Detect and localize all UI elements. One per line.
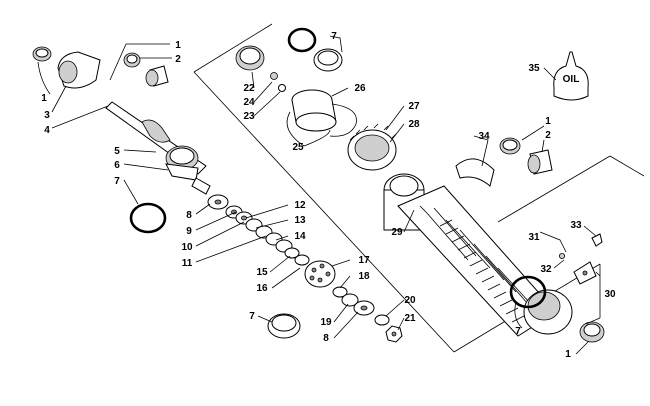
callout-11: 11 [182,258,193,269]
callout-14: 14 [294,231,306,242]
callout-23: 23 [243,111,255,122]
washer-19 [341,293,359,307]
callout-3: 3 [44,110,50,121]
reservoir-end [523,289,573,335]
oil-bottle-icon: OIL [553,51,589,101]
bushing-left-top [32,46,52,62]
callout-20: 20 [404,295,416,306]
callout-6: 6 [114,160,120,171]
callout-5: 5 [114,146,120,157]
o-ring-left [129,202,167,234]
eyelet-left [57,51,101,89]
shim-stack [207,194,310,266]
callout-32: 32 [540,264,552,275]
snap-ring-26 [329,103,357,137]
band-7-top [313,48,343,72]
callout-1-right: 1 [545,116,551,127]
callout-27: 27 [408,101,420,112]
o-ring-top [287,27,317,53]
washer-18 [332,286,348,298]
piston [304,260,336,288]
nut-21 [385,325,403,343]
washer-20 [374,314,390,326]
callout-28: 28 [408,119,420,130]
callout-10: 10 [181,242,193,253]
o-ring-right [509,275,547,309]
callout-2-right: 2 [545,130,551,141]
callout-15: 15 [256,267,268,278]
cover-34 [455,158,495,187]
seal-head [165,145,199,181]
callout-8-lower: 8 [323,333,329,344]
callout-25: 25 [292,142,304,153]
callout-30: 30 [604,289,616,300]
callout-7-top: 7 [331,31,337,42]
ball-23 [278,84,286,92]
callout-34: 34 [478,131,490,142]
callout-26: 26 [354,83,366,94]
washer-8-lower [353,300,375,316]
reservoir-frame [497,155,645,223]
callout-21: 21 [404,313,416,324]
callout-22: 22 [243,83,255,94]
valve-30 [573,261,597,285]
adjuster-ring-27 [347,123,397,171]
bladder-25 [291,89,337,132]
callout-7-left: 7 [114,176,120,187]
o-ring-32 [559,252,566,259]
callout-2-top: 2 [175,54,181,65]
callout-1-left: 1 [41,93,47,104]
callout-1-top: 1 [175,40,181,51]
callout-labels: 1 3 4 1 2 5 6 7 8 9 10 11 12 13 14 15 16… [41,31,616,360]
callout-16: 16 [256,283,268,294]
callout-24: 24 [243,97,255,108]
callout-31: 31 [528,232,540,243]
callout-4: 4 [44,125,50,136]
callout-7-lower: 7 [249,311,255,322]
callout-1-bottom: 1 [565,349,571,360]
callout-29: 29 [391,227,403,238]
callout-18: 18 [358,271,370,282]
callout-8: 8 [186,210,192,221]
cap-22 [235,45,265,71]
ball-24 [270,72,278,80]
sleeve-right [527,149,553,175]
callout-12: 12 [294,200,306,211]
bushing-right-top [499,137,521,155]
bushing-right-bottom [579,321,605,343]
callout-35: 35 [528,63,540,74]
callout-7-right: 7 [515,326,521,337]
bushing-left-small [123,52,141,68]
shaft-lower [191,177,211,195]
valve-cap-33 [591,233,603,247]
callout-17: 17 [358,255,370,266]
sleeve-left [145,65,169,87]
callout-9: 9 [186,226,192,237]
callout-33: 33 [570,220,582,231]
oil-bottle-label: OIL [563,74,580,85]
callout-19: 19 [320,317,332,328]
wear-band-7 [267,313,301,339]
callout-13: 13 [294,215,306,226]
leader-lines [37,35,601,355]
